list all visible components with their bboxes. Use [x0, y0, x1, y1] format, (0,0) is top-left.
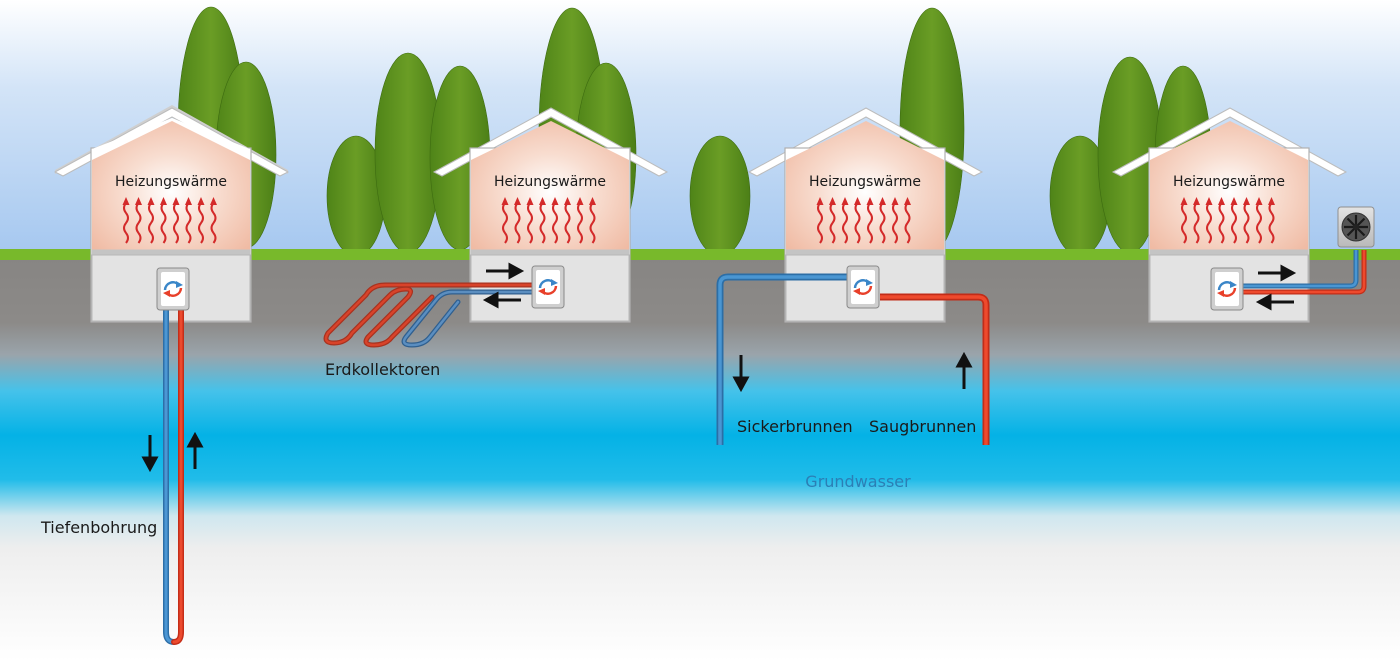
arrow-down-icon — [732, 355, 750, 393]
outdoor-fan-unit — [1337, 206, 1375, 248]
heat-room — [786, 121, 944, 250]
borehole-pipes — [163, 303, 184, 645]
heat-room — [92, 121, 250, 250]
heat-pump-icon — [531, 265, 565, 309]
heat-arrows-icon — [122, 197, 217, 244]
grass — [0, 249, 1400, 260]
heat-arrows-icon — [501, 197, 596, 244]
heat-pump-icon — [846, 265, 880, 309]
heat-label: Heizungswärme — [494, 174, 606, 190]
arrow-up-icon — [955, 351, 973, 389]
flow-arrows — [141, 262, 1297, 473]
heat-label: Heizungswärme — [809, 174, 921, 190]
heat-label: Heizungswärme — [115, 174, 227, 190]
arrow-up-icon — [186, 431, 204, 469]
house-3 — [747, 107, 984, 323]
heat-arrows-icon — [1180, 197, 1275, 244]
heat-label: Heizungswärme — [1173, 174, 1285, 190]
label-sickerbrunnen: Sickerbrunnen — [737, 417, 853, 436]
heat-waves — [122, 197, 1275, 244]
label-saugbrunnen: Saugbrunnen — [869, 417, 976, 436]
arrow-left-icon — [482, 291, 521, 309]
arrow-left-icon — [1255, 293, 1294, 311]
heat-room — [1150, 121, 1308, 250]
label-erdkollektoren: Erdkollektoren — [325, 360, 440, 379]
heat-arrows-icon — [816, 197, 911, 244]
arrow-down-icon — [141, 435, 159, 473]
heat-pump-icon — [1210, 267, 1244, 311]
heat-room — [471, 121, 629, 250]
arrow-right-icon — [1258, 264, 1297, 282]
label-grundwasser: Grundwasser — [805, 472, 911, 491]
ground — [0, 258, 1400, 661]
tree-icon — [689, 135, 751, 257]
collector-pipes — [323, 282, 536, 348]
label-tiefenbohrung: Tiefenbohrung — [40, 518, 157, 537]
arrow-right-icon — [486, 262, 525, 280]
heat-pump-icon — [156, 267, 190, 311]
air-pipes — [1242, 250, 1367, 295]
well-pipes — [716, 273, 990, 445]
heat-pumps — [156, 265, 1244, 311]
